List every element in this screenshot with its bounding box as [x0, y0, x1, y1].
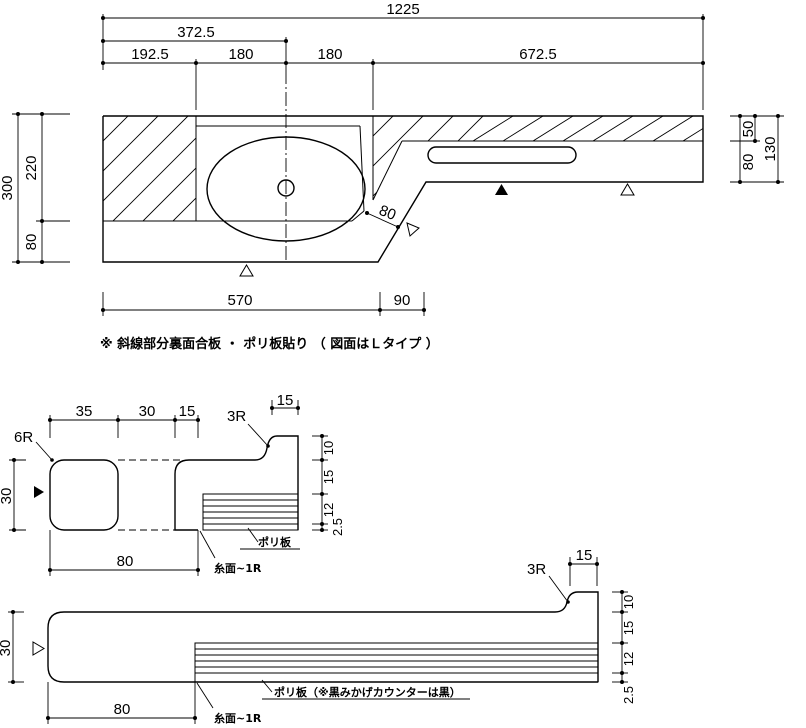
diag-dim-line	[366, 212, 399, 228]
hatch-right	[373, 116, 703, 197]
sec-b-3r: 3R	[527, 561, 546, 578]
sec-a-6r: 6R	[14, 429, 33, 446]
dim-220: 220	[23, 155, 40, 180]
section-a: 35 30 15 6R 3R 15 30 80	[0, 392, 345, 576]
section-mark-open-b	[239, 264, 254, 277]
sec-a-dim-35: 35	[76, 403, 93, 420]
dim-80-diagonal: 80	[377, 202, 399, 224]
plan-top-dimensions: 1225 372.5 192.5 180 180 672.5	[101, 1, 705, 110]
section-b: 3R 15 30 80 糸面~1R ポリ板（※黒みかげカウンターは黒）	[0, 547, 636, 725]
sec-a-3r: 3R	[227, 408, 246, 425]
sec-a-width-80: 80	[117, 553, 134, 570]
sec-b-itomen: 糸面~1R	[214, 711, 262, 725]
sec-b-poly-label: ポリ板（※黒みかげカウンターは黒）	[274, 685, 461, 699]
plan-bottom-dimensions: 570 90	[101, 292, 426, 316]
sec-b-marker	[32, 641, 45, 656]
dim-180-b: 180	[317, 46, 342, 63]
section-mark-open-c	[406, 222, 420, 237]
section-mark-open-a	[620, 183, 635, 196]
sec-a-height-30: 30	[0, 488, 15, 505]
hatch-note: ※ 斜線部分裏面合板 ・ ポリ板貼り （ 図面はＬタイプ ）	[100, 336, 439, 352]
sec-a-profile	[174, 435, 299, 531]
sec-a-dim-15: 15	[179, 403, 196, 420]
dim-80-right: 80	[740, 154, 757, 171]
counter-outline	[102, 115, 704, 263]
sec-a-dim-15-top: 15	[277, 392, 294, 409]
sec-a-right-15: 15	[321, 470, 336, 484]
dim-50: 50	[740, 121, 757, 138]
sec-b-dim-15-top: 15	[576, 547, 593, 564]
sec-b-right-12: 12	[621, 652, 636, 666]
dim-1225: 1225	[386, 1, 419, 18]
sec-b-profile	[47, 591, 599, 683]
section-mark-filled	[495, 184, 508, 195]
sec-a-itomen: 糸面~1R	[214, 561, 262, 575]
sec-a-right-12: 12	[321, 503, 336, 517]
dim-90: 90	[394, 292, 411, 309]
sec-a-marker	[34, 486, 44, 498]
sec-b-right-15: 15	[621, 621, 636, 635]
sec-b-right-2-5: 2.5	[621, 686, 636, 704]
sec-b-poly-plate	[194, 642, 599, 683]
dim-672-5: 672.5	[519, 46, 557, 63]
sec-a-right-2-5: 2.5	[330, 518, 345, 536]
sec-b-height-30: 30	[0, 640, 14, 657]
dim-130: 130	[762, 136, 779, 161]
plan-left-dimensions: 300 220 80	[0, 112, 70, 264]
sec-a-block	[49, 459, 119, 531]
sec-a-dim-30: 30	[139, 403, 156, 420]
dim-180-a: 180	[228, 46, 253, 63]
sec-a-poly-label: ポリ板	[258, 535, 292, 549]
dim-372-5: 372.5	[177, 24, 215, 41]
overflow-slot	[427, 146, 577, 164]
plan-view: 1225 372.5 192.5 180 180 672.5 300 220 8…	[0, 1, 784, 352]
dim-570: 570	[227, 292, 252, 309]
sec-b-right-10: 10	[621, 595, 636, 609]
sec-b-width-80: 80	[114, 701, 131, 718]
dim-80-left: 80	[23, 234, 40, 251]
plan-right-dimensions: 50 80 130	[730, 114, 784, 184]
dim-300: 300	[0, 175, 16, 200]
hatch-left	[103, 116, 196, 221]
dim-192-5: 192.5	[131, 46, 169, 63]
sec-a-right-10: 10	[321, 441, 336, 455]
